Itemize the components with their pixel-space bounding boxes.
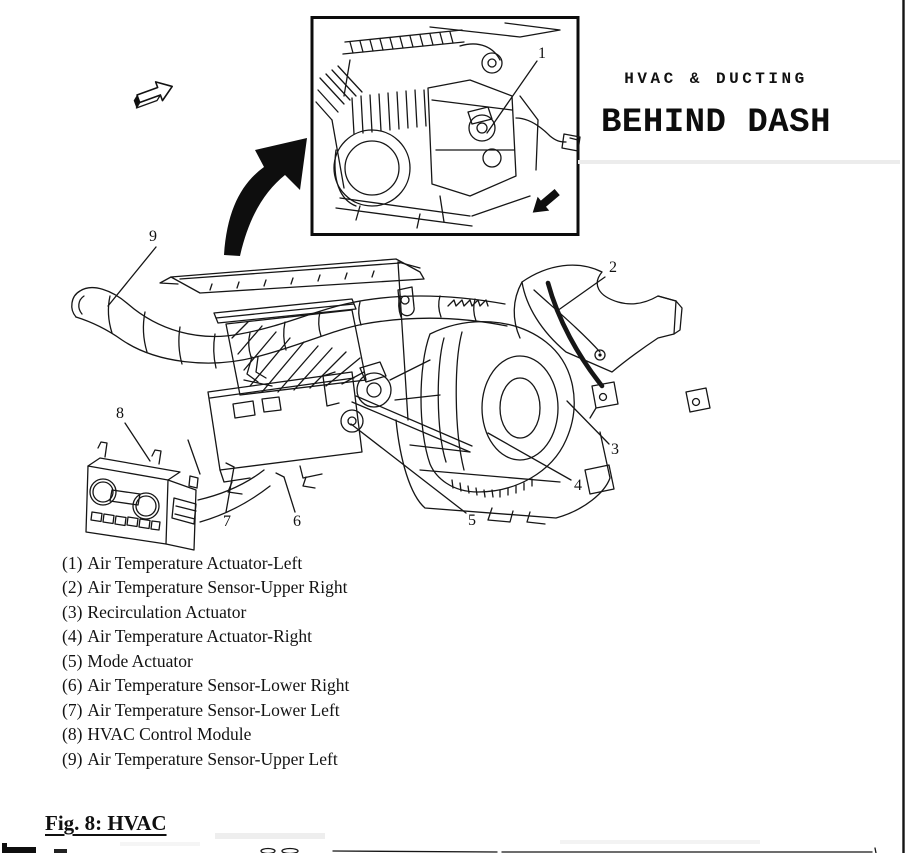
leader-line-8 bbox=[124, 422, 151, 462]
center-case bbox=[397, 261, 489, 421]
leader-line-2 bbox=[556, 276, 606, 312]
legend-item-1: (1)Air Temperature Actuator-Left bbox=[62, 553, 303, 573]
upper-right-duct bbox=[513, 264, 683, 389]
callout-7: 7 bbox=[223, 513, 231, 530]
page-title: BEHIND DASH bbox=[601, 104, 831, 142]
scan-smear bbox=[578, 160, 900, 164]
legend-item-4: (4)Air Temperature Actuator-Right bbox=[62, 626, 312, 647]
legend-item-5: (5)Mode Actuator bbox=[62, 650, 193, 671]
leader-lines bbox=[107, 246, 610, 514]
figure-caption: Fig. 8: HVAC bbox=[45, 811, 167, 835]
callout-4: 4 bbox=[574, 477, 582, 494]
hvac-control-module bbox=[85, 439, 201, 551]
mounting-brackets bbox=[589, 381, 711, 419]
header-kicker: HVAC & DUCTING bbox=[624, 70, 808, 88]
leader-line-9 bbox=[107, 246, 157, 307]
cowl-strip bbox=[159, 258, 425, 294]
legend-item-6: (6)Air Temperature Sensor-Lower Right bbox=[62, 675, 350, 696]
duct-upper-left bbox=[71, 287, 508, 387]
module-duct bbox=[197, 469, 271, 523]
legend-list: (1)Air Temperature Actuator-Left (2)Air … bbox=[62, 551, 349, 771]
legend-item-7: (7)Air Temperature Sensor-Lower Left bbox=[62, 699, 340, 720]
callout-8: 8 bbox=[116, 405, 124, 422]
legend-item-9: (9)Air Temperature Sensor-Upper Left bbox=[62, 748, 338, 769]
callout-6: 6 bbox=[293, 513, 301, 530]
leader-line-3 bbox=[566, 400, 610, 445]
callout-9: 9 bbox=[149, 228, 157, 245]
leader-hook-6 bbox=[275, 472, 285, 478]
blower-housing bbox=[420, 320, 575, 498]
down-left-block-arrow-icon bbox=[532, 189, 560, 213]
leader-line-4 bbox=[487, 432, 572, 481]
actuator-cluster bbox=[322, 359, 473, 453]
leader-line-1 bbox=[486, 60, 538, 134]
leader-line-5 bbox=[350, 423, 467, 514]
callout-5: 5 bbox=[468, 512, 476, 529]
leader-hook-7 bbox=[225, 462, 235, 468]
callout-3: 3 bbox=[611, 441, 619, 458]
inset-diagram bbox=[315, 22, 581, 229]
legend-item-3: (3)Recirculation Actuator bbox=[62, 601, 247, 622]
inset-box bbox=[310, 16, 581, 236]
curved-pointer-arrow bbox=[224, 138, 307, 256]
up-right-block-arrow-icon bbox=[133, 81, 173, 109]
callout-2: 2 bbox=[609, 259, 617, 276]
lower-left-case bbox=[207, 371, 363, 495]
legend-item-2: (2)Air Temperature Sensor-Upper Right bbox=[62, 577, 348, 598]
main-diagram bbox=[71, 258, 711, 551]
lower-center-case bbox=[395, 419, 615, 525]
bottom-scan-artifacts bbox=[2, 833, 877, 853]
callout-1: 1 bbox=[538, 45, 546, 62]
legend-item-8: (8)HVAC Control Module bbox=[62, 724, 252, 745]
leader-line-6 bbox=[283, 476, 296, 513]
leader-line-7 bbox=[225, 466, 235, 513]
